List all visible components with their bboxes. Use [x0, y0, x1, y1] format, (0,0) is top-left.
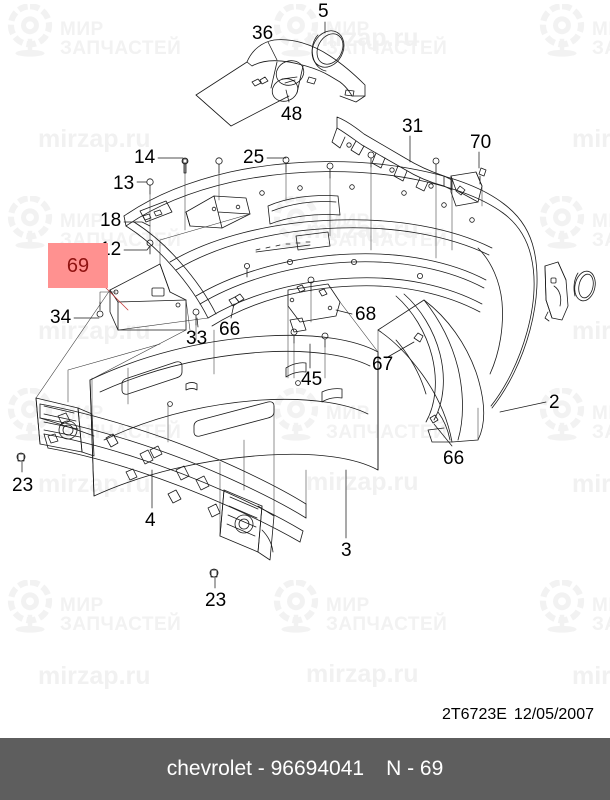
callout-23: 23: [205, 590, 227, 611]
drawing-date: 12/05/2007: [513, 706, 594, 723]
projection-lines: [35, 162, 483, 537]
callout-33: 33: [186, 328, 208, 349]
callout-69[interactable]: 69: [48, 243, 108, 288]
callout-2: 2: [549, 392, 560, 413]
part-31-reinforcement: [331, 116, 453, 192]
part-3-absorber: [89, 334, 379, 497]
part-69-side-bracket: [109, 263, 187, 331]
callout-45: 45: [301, 369, 323, 390]
callout-4: 4: [145, 510, 156, 531]
callout-70: 70: [470, 132, 492, 153]
footer-text: chevrolet - 96694041 N - 69: [167, 757, 444, 781]
callout-18: 18: [100, 210, 122, 231]
callout-23: 23: [12, 475, 34, 496]
part-45-bracket: [289, 317, 307, 333]
callout-14: 14: [134, 147, 156, 168]
part-66-right-clip: [429, 414, 439, 424]
callout-66: 66: [219, 319, 241, 340]
callout-5: 5: [318, 1, 329, 22]
callout-48: 48: [281, 104, 303, 125]
part-2-quarter-panel: [377, 299, 485, 443]
part-18-filler: [139, 200, 173, 223]
part-66-left-clip: [228, 293, 245, 307]
callout-68: 68: [355, 304, 377, 325]
callout-67: 67: [372, 354, 394, 375]
callout-34: 34: [50, 307, 72, 328]
footer-make-part: chevrolet - 96694041: [166, 757, 365, 780]
part-67-clip: [413, 332, 424, 343]
part-right-trim-panel: [544, 261, 569, 322]
callout-13: 13: [113, 173, 135, 194]
footer-section: N - 69: [386, 757, 444, 780]
drawing-meta: 2T6723E 12/05/2007: [442, 706, 594, 724]
drawing-code: 2T6723E: [441, 706, 507, 723]
footer-bar: chevrolet - 96694041 N - 69: [0, 738, 610, 800]
part-4-impact-beam: [35, 397, 307, 561]
callout-31: 31: [402, 116, 424, 137]
callout-66: 66: [443, 448, 465, 469]
part-right-grommet-ring: [573, 270, 596, 302]
callout-36: 36: [252, 23, 274, 44]
part-70-bracket: [450, 171, 483, 207]
callout-3: 3: [341, 540, 352, 561]
leader-lines: [21, 21, 547, 589]
callout-25: 25: [243, 147, 265, 168]
